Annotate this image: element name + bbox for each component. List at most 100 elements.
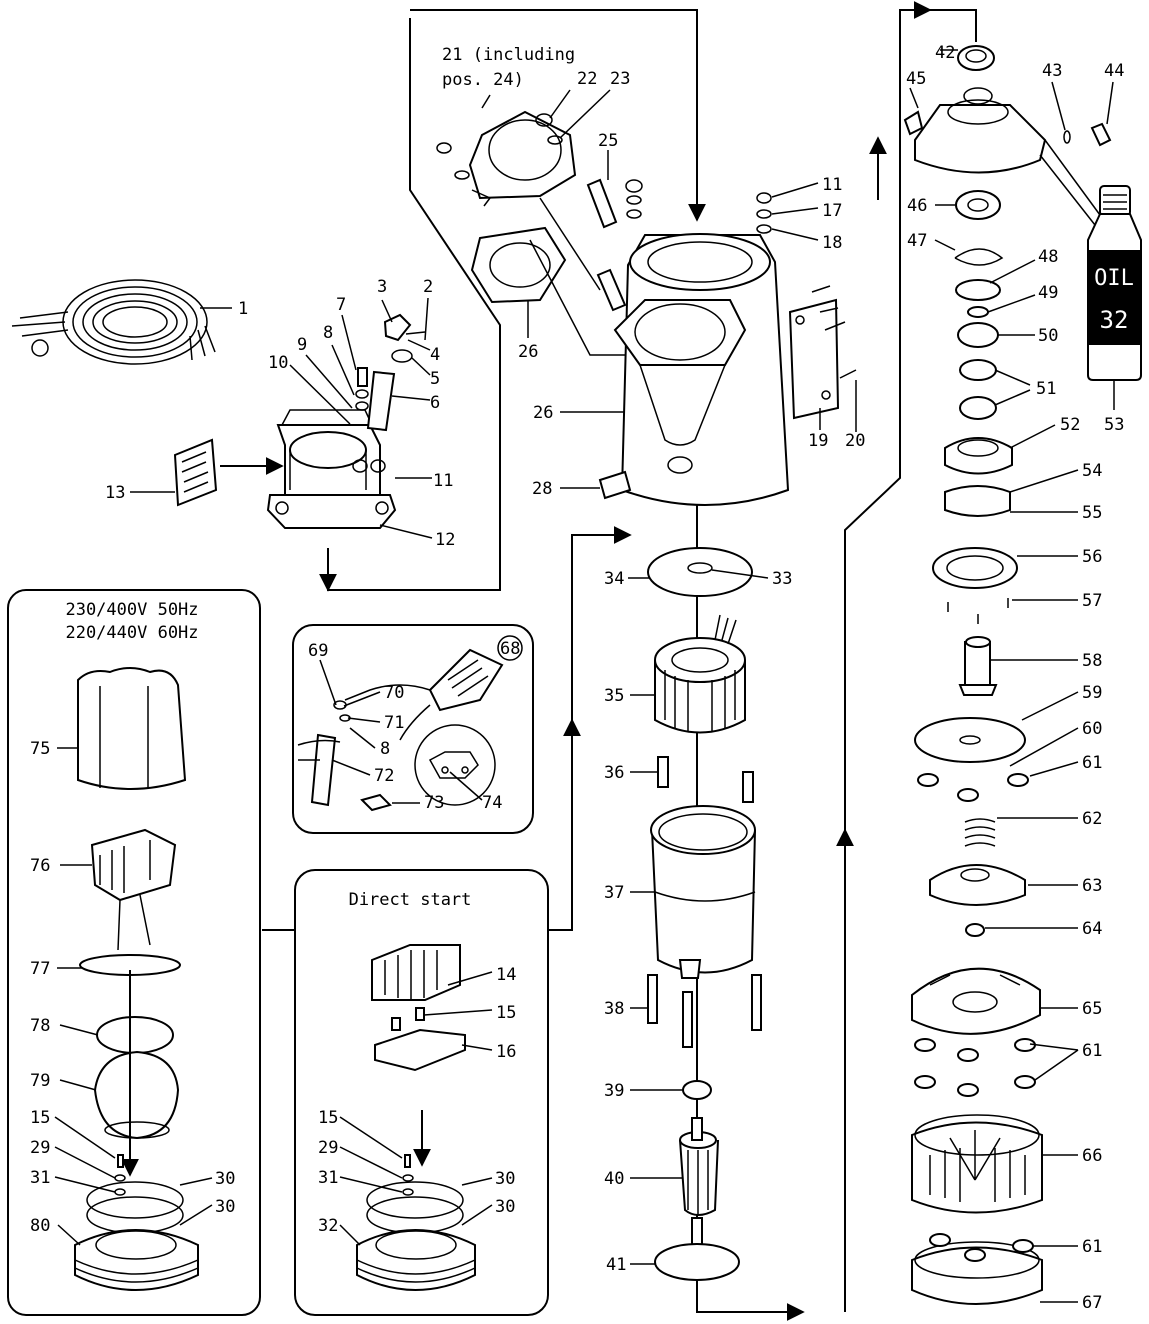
label-part-28: 28 [532,479,552,499]
label-part-62: 62 [1082,809,1102,829]
leader-lines [54,49,1115,1303]
label-part-1: 1 [238,299,248,319]
label-part-67: 67 [1082,1293,1102,1313]
label-part-29-a: 29 [30,1138,50,1158]
terminal-cover-assembly [266,313,426,529]
seal-and-bearing-stack [903,45,1112,696]
label-part-17: 17 [822,201,842,221]
stator [654,614,754,803]
label-part-50: 50 [1038,326,1058,346]
label-part-22: 22 [577,69,597,89]
label-part-15-a: 15 [496,1003,516,1023]
label-part-39: 39 [604,1081,624,1101]
label-part-72: 72 [374,766,394,786]
label-part-68: 68 [500,639,520,659]
label-part-18: 18 [822,233,842,253]
label-part-42: 42 [935,43,955,63]
rotor-assembly [654,1080,740,1281]
label-part-75: 75 [30,739,50,759]
label-part-23: 23 [610,69,630,89]
note-21-line-2: pos. 24) [442,70,524,90]
label-part-80: 80 [30,1216,50,1236]
label-part-44: 44 [1104,61,1124,81]
label-part-79: 79 [30,1071,50,1091]
label-part-14: 14 [496,965,516,985]
label-part-46: 46 [907,196,927,216]
label-part-43: 43 [1042,61,1062,81]
label-part-30-a: 30 [215,1169,235,1189]
label-part-37: 37 [604,883,624,903]
label-part-25: 25 [598,131,618,151]
flange-group [436,110,660,356]
label-part-19: 19 [808,431,828,451]
label-part-38: 38 [604,999,624,1019]
label-part-48: 48 [1038,247,1058,267]
gasket-33-34 [647,547,753,597]
label-part-26-a: 26 [518,342,538,362]
label-part-51: 51 [1036,379,1056,399]
part-labels: 1 2 3 4 5 6 7 8 9 10 11 12 13 14 15 16 1… [30,43,1124,1313]
label-part-76: 76 [30,856,50,876]
label-part-36: 36 [604,763,624,783]
label-part-35: 35 [604,686,624,706]
label-part-77: 77 [30,959,50,979]
voltage-line-1: 230/400V 50Hz [65,600,198,620]
label-part-31-a: 31 [30,1168,50,1188]
direct-start-title: Direct start [349,890,472,910]
label-part-12: 12 [435,530,455,550]
label-part-69: 69 [308,641,328,661]
oil-bottle: OIL 32 [1039,139,1142,381]
label-part-61-b: 61 [1082,1041,1102,1061]
label-part-6: 6 [430,393,440,413]
label-part-78: 78 [30,1016,50,1036]
label-part-15-c: 15 [318,1108,338,1128]
label-part-26-b: 26 [533,403,553,423]
wiring-diagram-label [173,438,284,507]
label-part-61-a: 61 [1082,753,1102,773]
label-part-57: 57 [1082,591,1102,611]
label-part-33: 33 [772,569,792,589]
label-part-73: 73 [424,793,444,813]
label-part-63: 63 [1082,876,1102,896]
label-part-59: 59 [1082,683,1102,703]
label-part-15-b: 15 [30,1108,50,1128]
motor-housing [598,192,857,506]
oil-brand-text: OIL [1094,266,1134,291]
pump-housing-group [911,717,1043,1305]
label-part-55: 55 [1082,503,1102,523]
label-part-47: 47 [907,231,927,251]
label-part-30-c: 30 [495,1169,515,1189]
box-direct-start: Direct start [294,869,549,1316]
label-part-64: 64 [1082,919,1102,939]
label-part-13: 13 [105,483,125,503]
label-part-74: 74 [482,793,502,813]
label-part-20: 20 [845,431,865,451]
label-part-45: 45 [906,69,926,89]
label-part-40: 40 [604,1169,624,1189]
cable-coil [11,279,216,365]
label-part-65: 65 [1082,999,1102,1019]
label-part-54: 54 [1082,461,1102,481]
oil-grade-text: 32 [1100,306,1129,334]
label-part-31-b: 31 [318,1168,338,1188]
label-part-4: 4 [430,345,440,365]
label-part-5: 5 [430,369,440,389]
box-voltage-variant: 230/400V 50Hz 220/440V 60Hz [7,589,261,1316]
label-part-8-b: 8 [380,739,390,759]
stator-sleeve [647,805,762,1048]
flow-line-top-to-housing [410,9,706,222]
voltage-line-2: 220/440V 60Hz [65,623,198,643]
label-part-29-b: 29 [318,1138,338,1158]
label-part-41: 41 [606,1255,626,1275]
label-part-16: 16 [496,1042,516,1062]
label-part-61-c: 61 [1082,1237,1102,1257]
label-part-58: 58 [1082,651,1102,671]
label-part-9: 9 [297,335,307,355]
label-part-30-d: 30 [495,1197,515,1217]
label-part-52: 52 [1060,415,1080,435]
label-part-66: 66 [1082,1146,1102,1166]
label-part-56: 56 [1082,547,1102,567]
label-part-71: 71 [384,713,404,733]
label-part-3: 3 [377,277,387,297]
